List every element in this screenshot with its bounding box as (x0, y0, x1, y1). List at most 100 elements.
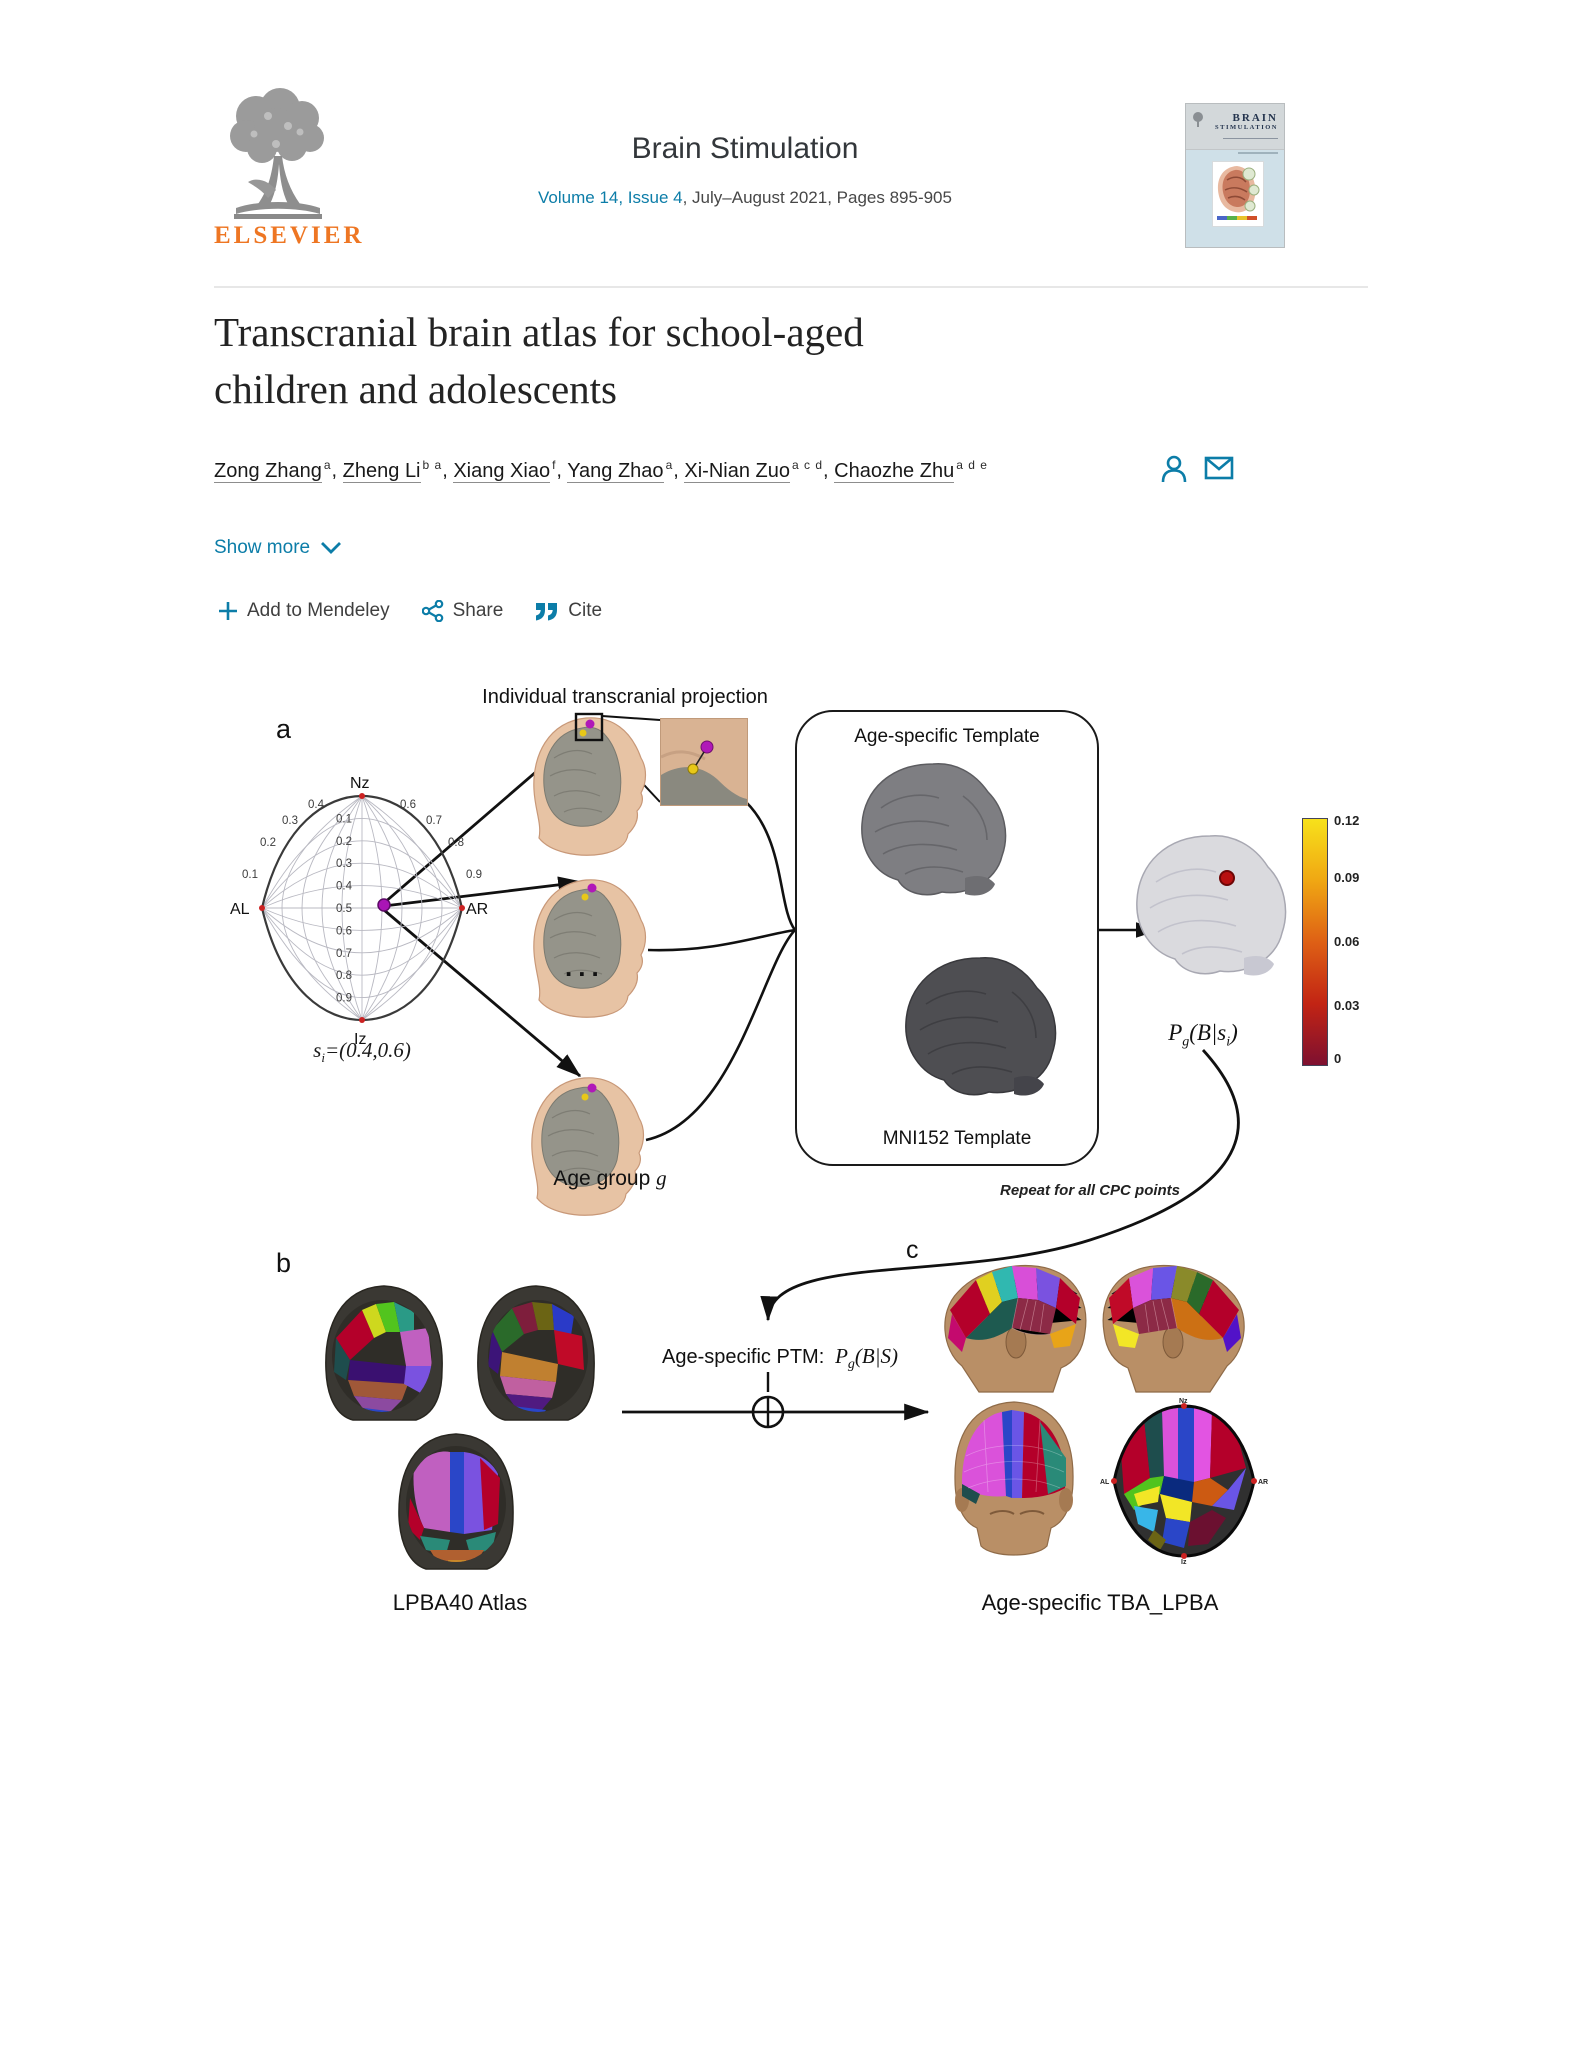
author-link[interactable]: Xi-Nian Zuo (684, 459, 790, 483)
probability-map-brain (1136, 835, 1287, 976)
cite-label: Cite (568, 600, 603, 621)
svg-text:0.8: 0.8 (336, 970, 352, 982)
cpc-coordinate-diagram: 0.1 0.2 0.3 0.4 0.5 0.6 0.7 0.8 0.9 0.1 0.2 0.3 0.4… (230, 775, 488, 1048)
cover-title: BRAIN STIMULATION (1215, 112, 1278, 131)
share-label: Share (452, 600, 504, 621)
colorbar-ticks: 0.12 0.09 0.06 0.03 0 (1334, 813, 1378, 1066)
cite-quote-icon (536, 602, 558, 620)
cpc-stimulation-point (377, 898, 391, 912)
svg-text:0.7: 0.7 (336, 948, 352, 960)
author-link[interactable]: Zong Zhang (214, 459, 322, 483)
oplus-ptm (751, 1395, 785, 1429)
cpc-point-formula: si=(0.4,0.6) (313, 1038, 411, 1066)
cover-subtitle-bar (1238, 152, 1278, 154)
show-more-button[interactable]: Show more (214, 537, 342, 559)
author-affiliation-sup: a (665, 458, 674, 472)
ptm-label: Age-specific PTM: Pg(B|S) (662, 1344, 898, 1373)
email-envelope-icon[interactable] (1204, 456, 1234, 480)
panel-c-caption: Age-specific TBA_LPBA (981, 1590, 1219, 1615)
cpc-al-label: AL (230, 901, 250, 918)
share-icon (421, 600, 443, 622)
cover-brain-image (1212, 161, 1264, 227)
svg-text:0.4: 0.4 (336, 881, 353, 893)
title-line-2: children and adolescents (214, 366, 618, 412)
author-affiliation-sup: b a (422, 458, 443, 472)
panel-b-caption: LPBA40 Atlas (392, 1590, 528, 1615)
panel-a-caption: Individual transcranial projection (482, 686, 768, 708)
head-model-subject-2 (533, 879, 647, 1018)
add-to-mendeley-button[interactable]: Add to Mendeley (218, 600, 390, 622)
panel-b-label: b (276, 1248, 292, 1278)
journal-title[interactable]: Brain Stimulation (631, 132, 859, 165)
svg-text:0.5: 0.5 (336, 903, 352, 915)
author-link[interactable]: Zheng Li (342, 459, 421, 483)
author-profile-icon[interactable] (1160, 454, 1188, 484)
lpba40-head-back-view (398, 1433, 514, 1570)
lpba40-head-left-view (325, 1285, 443, 1421)
svg-text:0.3: 0.3 (282, 815, 298, 827)
journal-cover-thumbnail[interactable]: BRAIN STIMULATION (1185, 103, 1285, 248)
zoom-box (574, 712, 604, 742)
age-specific-template-brain (861, 763, 1007, 896)
cover-header-band (1186, 104, 1284, 150)
svg-text:AR: AR (1258, 1479, 1268, 1486)
panel-a-label: a (276, 714, 292, 744)
cite-button[interactable]: Cite (535, 600, 602, 622)
add-to-mendeley-label: Add to Mendeley (247, 600, 390, 621)
show-more-label: Show more (214, 537, 311, 558)
author-link[interactable]: Chaozhe Zhu (834, 459, 955, 483)
probability-colorbar (1302, 818, 1328, 1066)
svg-text:0.9: 0.9 (336, 993, 352, 1005)
colorbar-tick: 0.12 (1334, 813, 1360, 829)
svg-text:AL: AL (1100, 1479, 1110, 1486)
cpc-ar-label: AR (466, 901, 488, 918)
cover-tree-icon (1193, 112, 1203, 127)
probability-formula: Pg(B|si) (1168, 1020, 1238, 1050)
author-affiliation-sup: a (323, 458, 332, 472)
figure-1[interactable]: Individual transcranial projection a 0.1… (0, 680, 1582, 2048)
svg-text:0.4: 0.4 (308, 799, 325, 811)
svg-text:0.2: 0.2 (336, 836, 352, 848)
svg-text:0.9: 0.9 (466, 869, 482, 881)
colorbar-tick: 0 (1334, 1050, 1342, 1066)
issue-line: Volume 14, Issue 4, July–August 2021, Pa… (395, 188, 1095, 208)
volume-issue-link[interactable]: Volume 14, Issue 4 (538, 188, 683, 207)
panel-c-label: c (906, 1236, 919, 1264)
tba-head-right-side (1102, 1264, 1245, 1393)
page-title: Transcranial brain atlas for school-aged… (214, 308, 1314, 413)
head-model-subject-n (531, 1077, 645, 1216)
svg-text:0.6: 0.6 (400, 799, 416, 811)
author-affiliation-sup: a c d (791, 458, 823, 472)
head-model-subject-1 (533, 712, 647, 856)
age-specific-template-label: Age-specific Template (854, 726, 1040, 747)
svg-text:0.8: 0.8 (448, 837, 464, 849)
age-group-label: Age group g (553, 1166, 667, 1190)
svg-text:0.1: 0.1 (336, 813, 352, 825)
colorbar-tick: 0.06 (1334, 934, 1360, 949)
chevron-down-icon (321, 542, 342, 554)
svg-text:0.6: 0.6 (336, 925, 352, 937)
lpba40-head-right-view (477, 1285, 595, 1421)
svg-text:0.7: 0.7 (426, 815, 442, 827)
cpc-nz-label: Nz (350, 775, 370, 792)
colorbar-tick: 0.09 (1334, 870, 1360, 886)
elsevier-wordmark: ELSEVIER (214, 222, 365, 249)
svg-text:Nz: Nz (1179, 1398, 1188, 1405)
plus-icon (219, 602, 237, 620)
colorbar-tick: 0.03 (1334, 997, 1360, 1013)
author-link[interactable]: Xiang Xiao (453, 459, 551, 483)
share-button[interactable]: Share (421, 600, 504, 622)
author-affiliation-sup: f (552, 458, 557, 472)
action-bar: Add to Mendeley Share Cite (218, 600, 620, 622)
svg-text:0.1: 0.1 (242, 869, 258, 881)
repeat-note: Repeat for all CPC points (1000, 1182, 1181, 1199)
svg-text:0.3: 0.3 (336, 858, 352, 870)
svg-text:0.2: 0.2 (260, 837, 276, 849)
author-link[interactable]: Yang Zhao (567, 459, 664, 483)
header-divider (214, 286, 1368, 288)
probability-hotspot (1219, 870, 1235, 886)
